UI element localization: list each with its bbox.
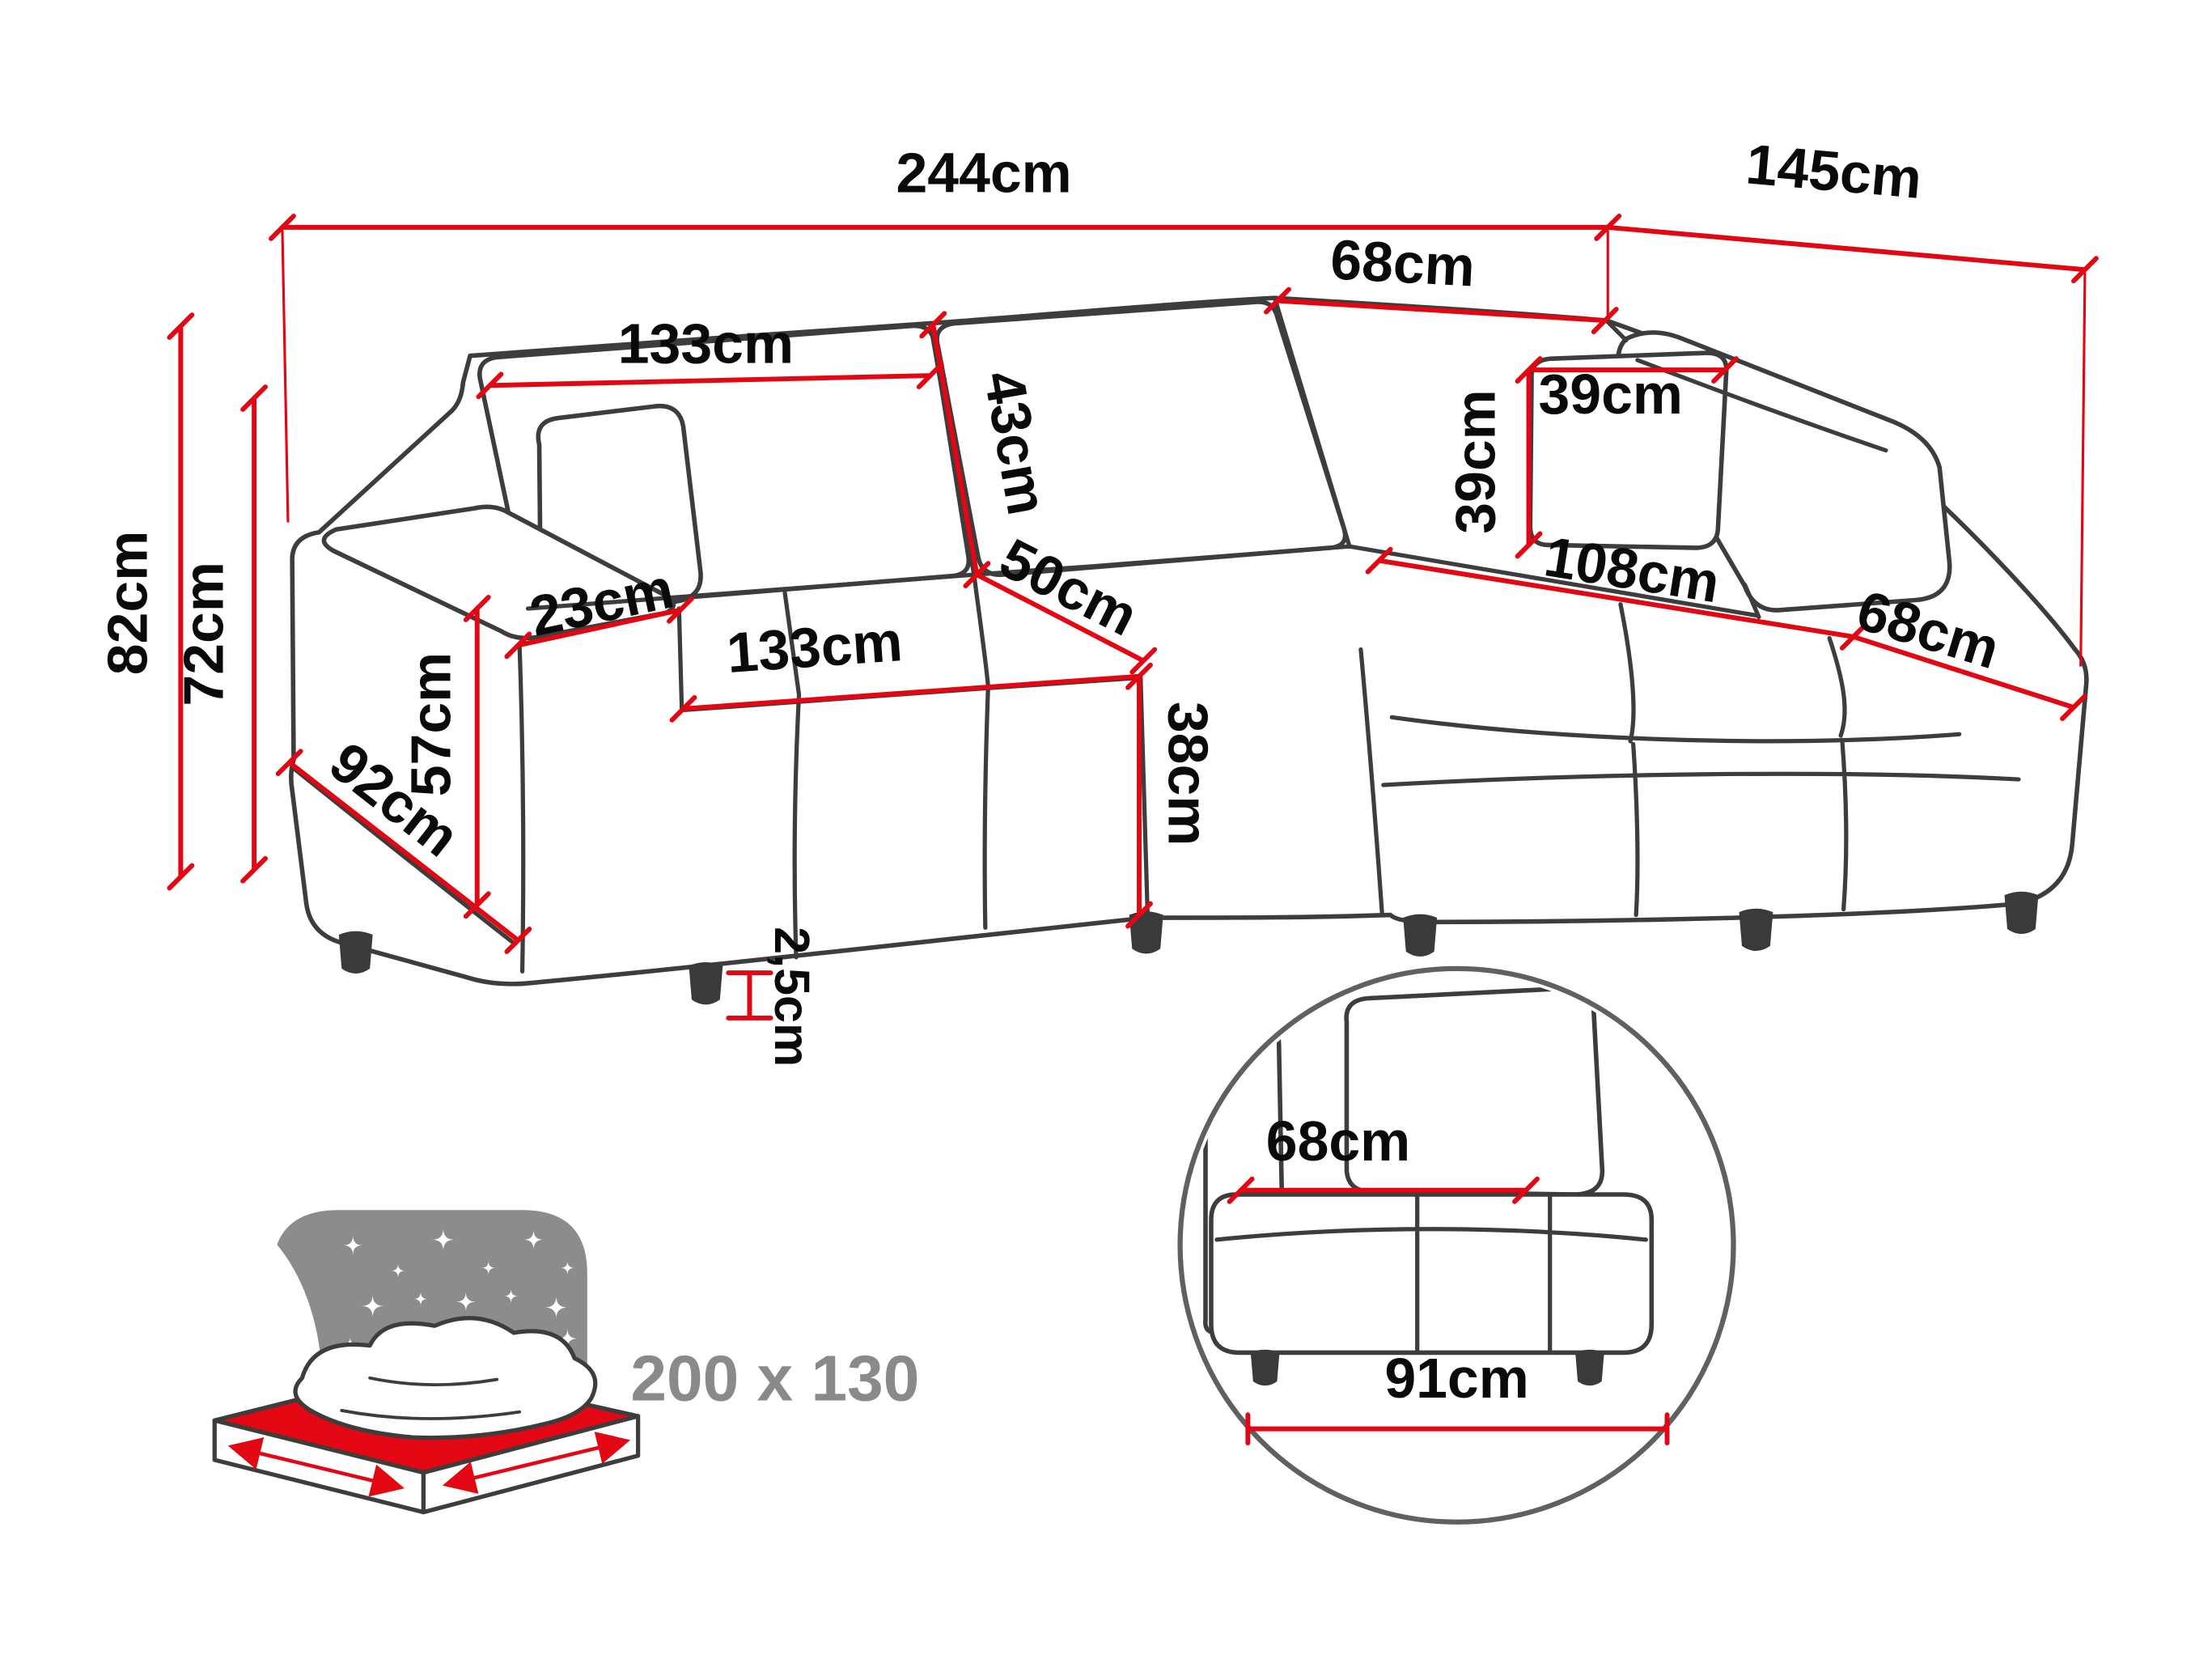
bed-length-arrow	[227, 1437, 405, 1497]
sofa-foot	[1129, 911, 1163, 954]
dim-backrest-height-line	[240, 384, 269, 884]
label-backrest-section-width: 133cm	[618, 312, 794, 375]
sofa-drawing	[289, 295, 2089, 1005]
label-seat-front-height: 38cm	[1157, 702, 1220, 846]
label-backrest-height: 72cm	[172, 562, 235, 706]
detail-block-creases	[1214, 1194, 1648, 1352]
dim-chaise-width-line	[1850, 634, 2087, 722]
chaise-back-edge	[1347, 544, 1760, 618]
label-leg-height: 2,5cm	[765, 927, 820, 1067]
detail-foot	[1575, 1349, 1604, 1386]
label-total-width: 244cm	[896, 141, 1071, 204]
seat-tuft-seams	[782, 572, 990, 960]
dim-armrest-height-line	[463, 595, 491, 919]
sofa-feet	[338, 891, 2039, 1005]
chaise-top-seams	[1389, 602, 1962, 744]
detail-drawing	[1203, 986, 1655, 1386]
dimension-lines	[167, 213, 2099, 1020]
armrest-front-crease	[293, 767, 516, 946]
detail-view: 68cm 91cm	[1177, 965, 1736, 1525]
dim-backrest-width-line	[476, 362, 944, 400]
detail-armrest-block	[1209, 1192, 1655, 1356]
chaise-front-seams	[1381, 737, 2021, 918]
sofa-foot	[2004, 891, 2039, 935]
label-armrest-height: 57cm	[400, 652, 463, 796]
right-pillow	[1528, 350, 1729, 550]
dim-pillow-height-line	[1515, 371, 1543, 559]
dim-leg-height-line	[726, 970, 773, 1020]
sofa-foot	[338, 931, 373, 974]
dim-total-depth-line	[1605, 224, 2099, 284]
dim-seat-front-height-line	[1125, 673, 1153, 929]
chaise-left-edge	[1358, 647, 1384, 914]
dim-pillow-width-line	[1515, 356, 1739, 384]
label-detail-seat-width: 68cm	[1266, 1110, 1410, 1173]
duvet	[293, 1316, 598, 1440]
label-pillow-width: 39cm	[1539, 363, 1683, 426]
duvet-folds	[340, 1376, 522, 1420]
label-chaise-back-width: 68cm	[1329, 227, 1477, 298]
backrest-right-edge	[1272, 295, 1352, 549]
bed-width-arrow	[442, 1432, 631, 1494]
right-armrest-joins	[1604, 318, 1888, 620]
dimension-labels: 244cm 145cm 68cm 133cm 43cm 50cm 82cm 72…	[95, 132, 2006, 1067]
armrest-inner-corner-edge	[676, 606, 684, 713]
label-sleeping-area: 200 x 130	[630, 1343, 919, 1415]
dim-detail-seat-width-line	[1227, 1176, 1540, 1204]
seat-right-edge	[1138, 675, 1150, 919]
armrest-front-edge	[517, 641, 526, 974]
label-total-height: 82cm	[95, 531, 159, 675]
dim-chaise-back-width-line	[1264, 286, 1619, 334]
dim-seat-depth-line	[974, 572, 1158, 675]
sleeping-area-icon: 200 x 130	[73, 1203, 919, 1565]
sofa-foot	[1739, 908, 1773, 952]
label-total-depth: 145cm	[1744, 132, 1924, 210]
label-seat-width: 133cm	[725, 609, 905, 685]
dim-armrest-depth-line	[275, 749, 532, 954]
extension-lines	[281, 230, 2087, 667]
detail-foot	[1250, 1349, 1280, 1386]
label-pillow-height: 39cm	[1444, 389, 1507, 533]
dim-armrest-top-width-line	[504, 596, 694, 660]
sofa-foot	[1403, 914, 1438, 957]
sofa-foot	[689, 962, 723, 1005]
dim-detail-base-width-line	[1245, 1412, 1670, 1446]
dim-total-height-line	[167, 312, 195, 891]
sky-cut	[73, 1203, 322, 1565]
label-detail-base-width: 91cm	[1384, 1347, 1528, 1410]
